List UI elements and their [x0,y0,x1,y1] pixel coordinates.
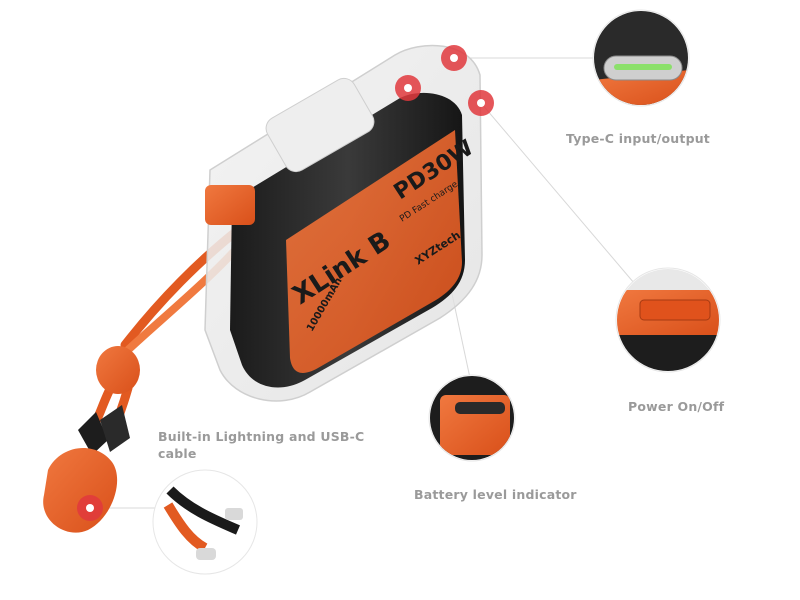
orange-front-panel [286,130,462,373]
level-indicator-window [455,402,505,414]
marker-battery [395,75,421,101]
detail-cable [152,469,258,575]
marker-power [468,90,494,116]
cable-connector-cap [43,448,118,533]
top-button-cap [265,77,375,173]
cable-label: Built-in Lightning and USB-C cable [158,429,365,461]
detail-power [615,267,721,373]
detail-typec [592,9,690,107]
lightning-plug [225,508,243,520]
marker-cable [77,495,103,521]
battery-level-label: Battery level indicator [414,487,577,502]
typec-label: Type-C input/output [566,131,710,146]
power-button [639,299,711,321]
port-led [614,64,672,70]
cable-bead [96,346,140,394]
detail-battery [428,374,516,462]
leader-line-power [480,102,641,291]
power-bank: XLink B PD30W PD Fast charge XYZtech 100… [204,44,483,402]
power-label: Power On/Off [628,399,725,414]
usb-c-plug [196,548,216,560]
marker-typec [441,45,467,71]
